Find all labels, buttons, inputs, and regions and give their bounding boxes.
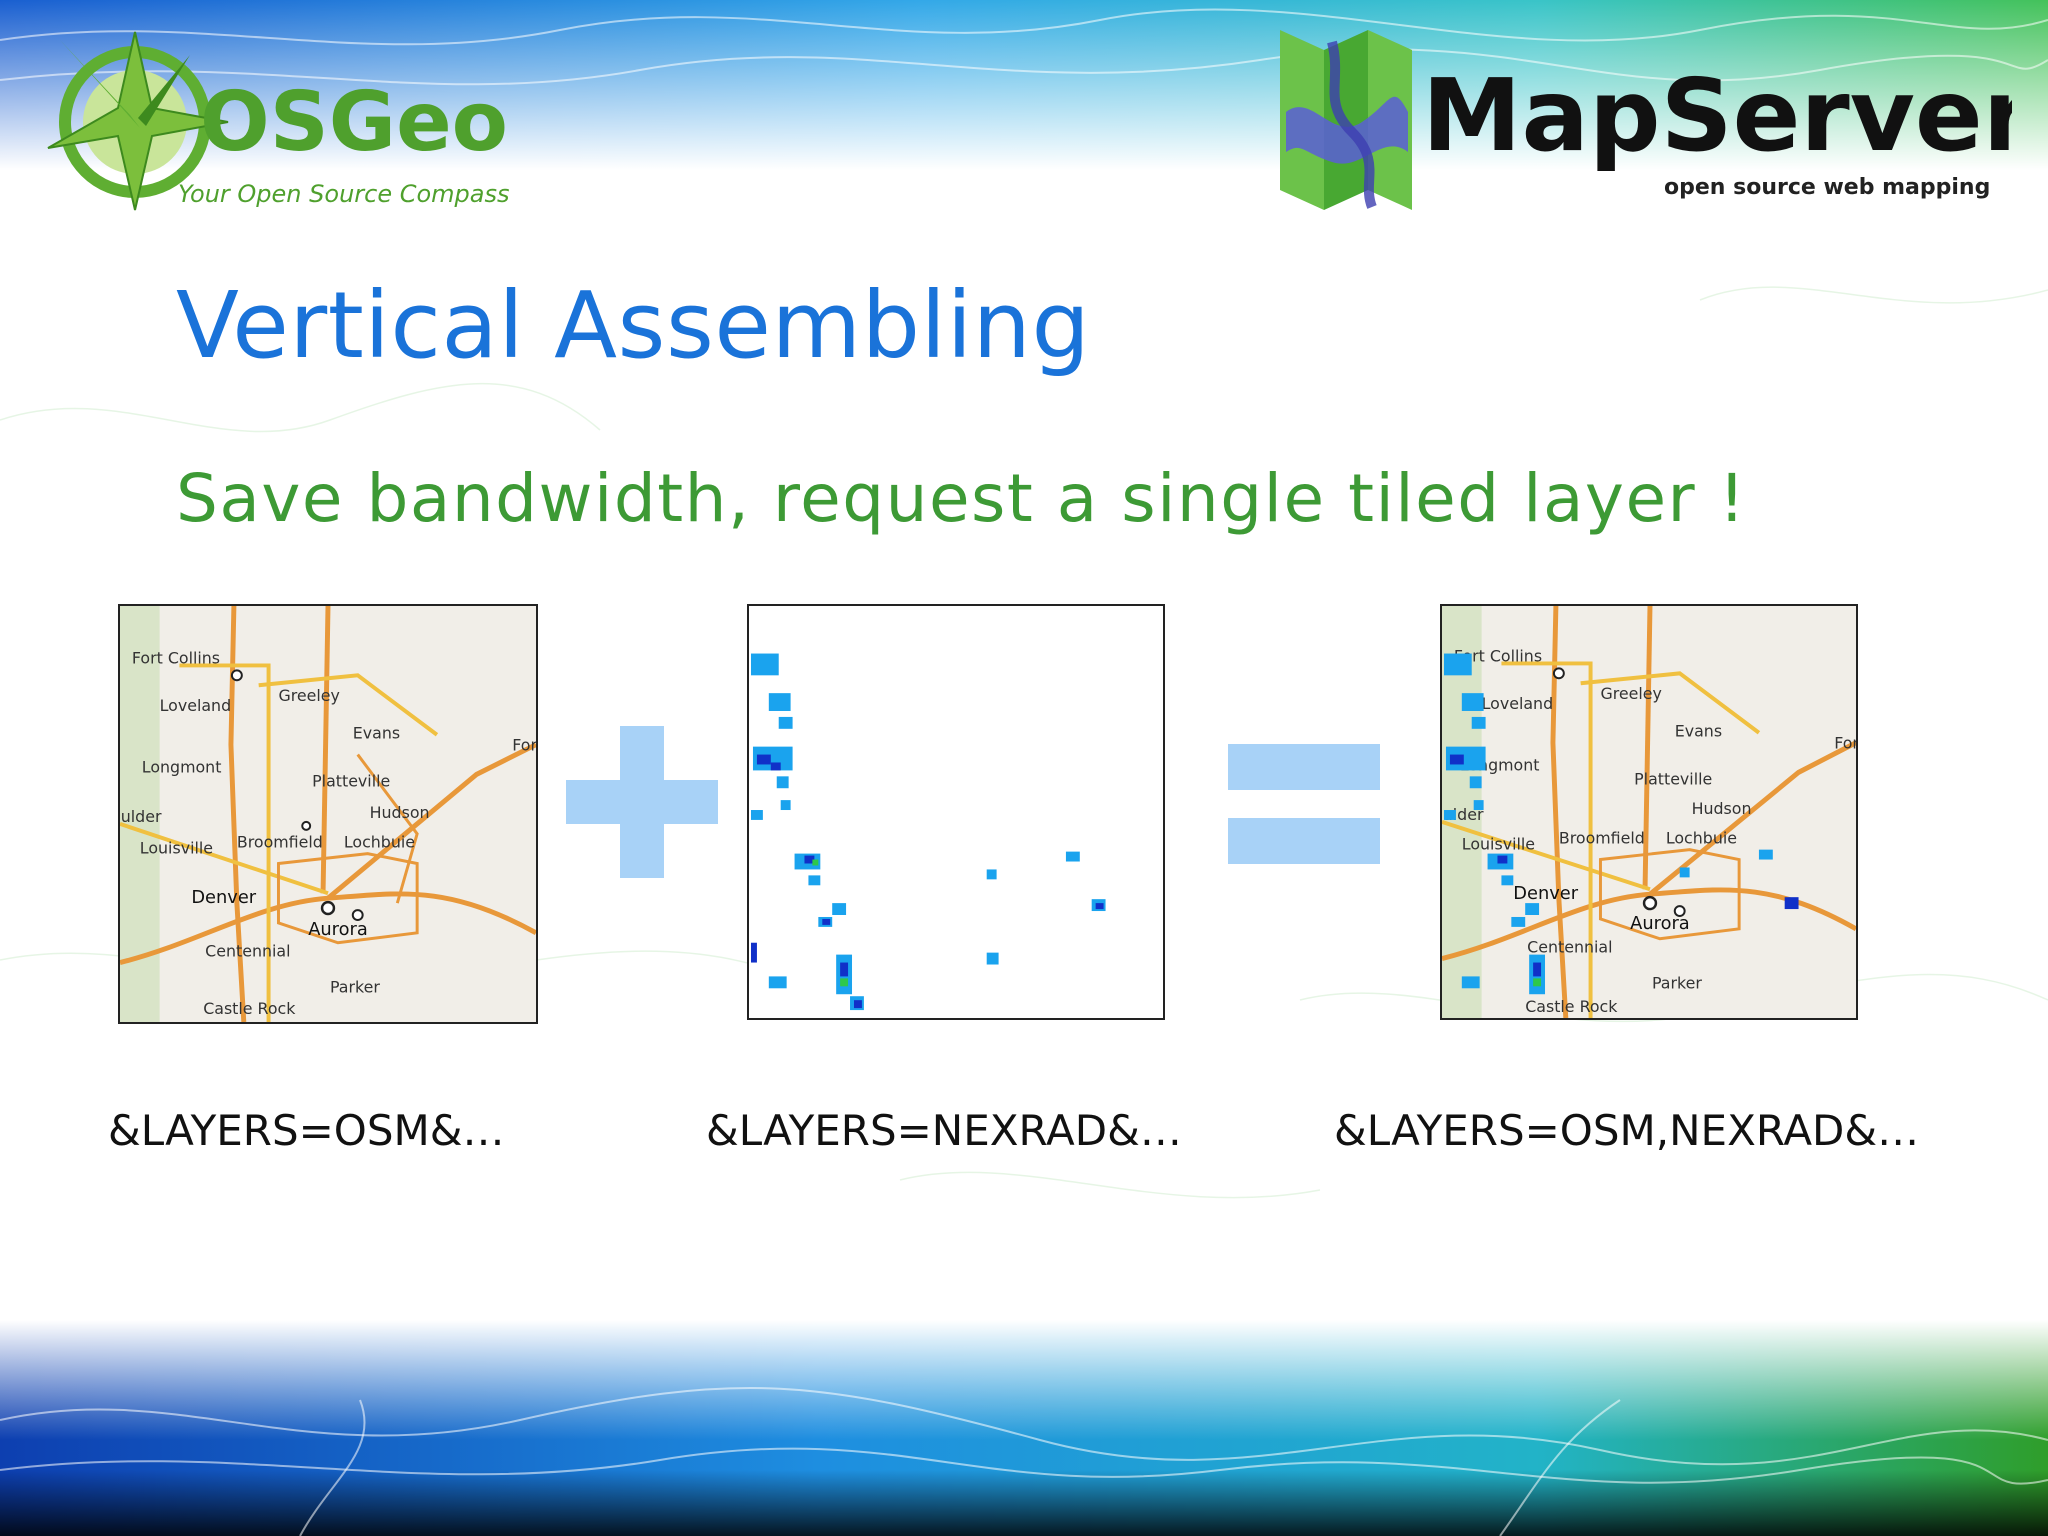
svg-text:Broomfield: Broomfield: [1559, 829, 1645, 848]
svg-text:Parker: Parker: [1652, 973, 1702, 992]
mapserver-map-icon: MapServer open source web mapping: [1280, 30, 2033, 210]
svg-text:For: For: [1834, 734, 1856, 753]
combined-map-image: Fort Collins Greeley Loveland Evans Long…: [1442, 606, 1856, 1018]
svg-text:Hudson: Hudson: [370, 803, 430, 822]
svg-text:Lochbuie: Lochbuie: [344, 833, 415, 852]
osgeo-logo: OSGeo Your Open Source Compass: [40, 10, 520, 215]
svg-text:Loveland: Loveland: [1482, 694, 1554, 713]
osgeo-compass-icon: OSGeo Your Open Source Compass: [47, 31, 510, 211]
svg-text:Longmont: Longmont: [142, 757, 222, 776]
svg-text:Louisville: Louisville: [140, 839, 213, 858]
equals-operator: [1228, 744, 1380, 866]
svg-text:Fort Collins: Fort Collins: [1454, 646, 1542, 665]
svg-text:open source web mapping: open source web mapping: [1664, 175, 1990, 200]
svg-text:Evans: Evans: [353, 724, 400, 743]
svg-text:Boulder: Boulder: [120, 807, 162, 826]
slide-subtitle: Save bandwidth, request a single tiled l…: [176, 460, 1747, 537]
osm-map-image: Fort Collins Greeley Loveland Evans Long…: [120, 606, 536, 1022]
svg-text:Hudson: Hudson: [1692, 799, 1752, 818]
svg-text:OSGeo: OSGeo: [200, 75, 508, 170]
svg-text:Greeley: Greeley: [278, 686, 339, 705]
equals-icon: [1228, 744, 1380, 864]
svg-text:Fort Collins: Fort Collins: [132, 648, 220, 667]
plus-operator: [566, 726, 718, 878]
svg-text:Platteville: Platteville: [312, 771, 390, 790]
svg-text:Your Open Source Compass: Your Open Source Compass: [178, 180, 510, 208]
svg-text:Lochbuie: Lochbuie: [1666, 829, 1737, 848]
caption-osm: &LAYERS=OSM&…: [108, 1106, 505, 1155]
svg-text:Louisville: Louisville: [1462, 835, 1535, 854]
combined-map-tile: Fort Collins Greeley Loveland Evans Long…: [1440, 604, 1858, 1020]
svg-text:For: For: [512, 736, 536, 755]
svg-text:Castle Rock: Castle Rock: [1525, 997, 1618, 1016]
svg-text:Broomfield: Broomfield: [237, 833, 323, 852]
svg-text:Aurora: Aurora: [308, 919, 368, 940]
caption-nexrad: &LAYERS=NEXRAD&…: [706, 1106, 1182, 1155]
nexrad-map-tile: [747, 604, 1165, 1020]
svg-text:Denver: Denver: [191, 887, 256, 908]
svg-text:MapServer: MapServer: [1422, 57, 2012, 174]
svg-text:Greeley: Greeley: [1600, 684, 1661, 703]
nexrad-radar-image: [749, 606, 1163, 1018]
osm-map-tile: Fort Collins Greeley Loveland Evans Long…: [118, 604, 538, 1024]
svg-text:Platteville: Platteville: [1634, 769, 1712, 788]
mapserver-logo: MapServer open source web mapping: [1272, 22, 2033, 222]
slide-title: Vertical Assembling: [176, 272, 1091, 379]
svg-text:Centennial: Centennial: [205, 942, 290, 961]
caption-combined: &LAYERS=OSM,NEXRAD&…: [1334, 1106, 1920, 1155]
svg-text:Denver: Denver: [1513, 883, 1578, 904]
svg-text:Evans: Evans: [1675, 722, 1722, 741]
svg-text:Parker: Parker: [330, 977, 380, 996]
svg-text:Centennial: Centennial: [1527, 938, 1612, 957]
svg-text:Loveland: Loveland: [160, 696, 232, 715]
plus-icon: [566, 726, 718, 878]
svg-text:Aurora: Aurora: [1630, 913, 1690, 934]
svg-text:Castle Rock: Castle Rock: [203, 999, 296, 1018]
